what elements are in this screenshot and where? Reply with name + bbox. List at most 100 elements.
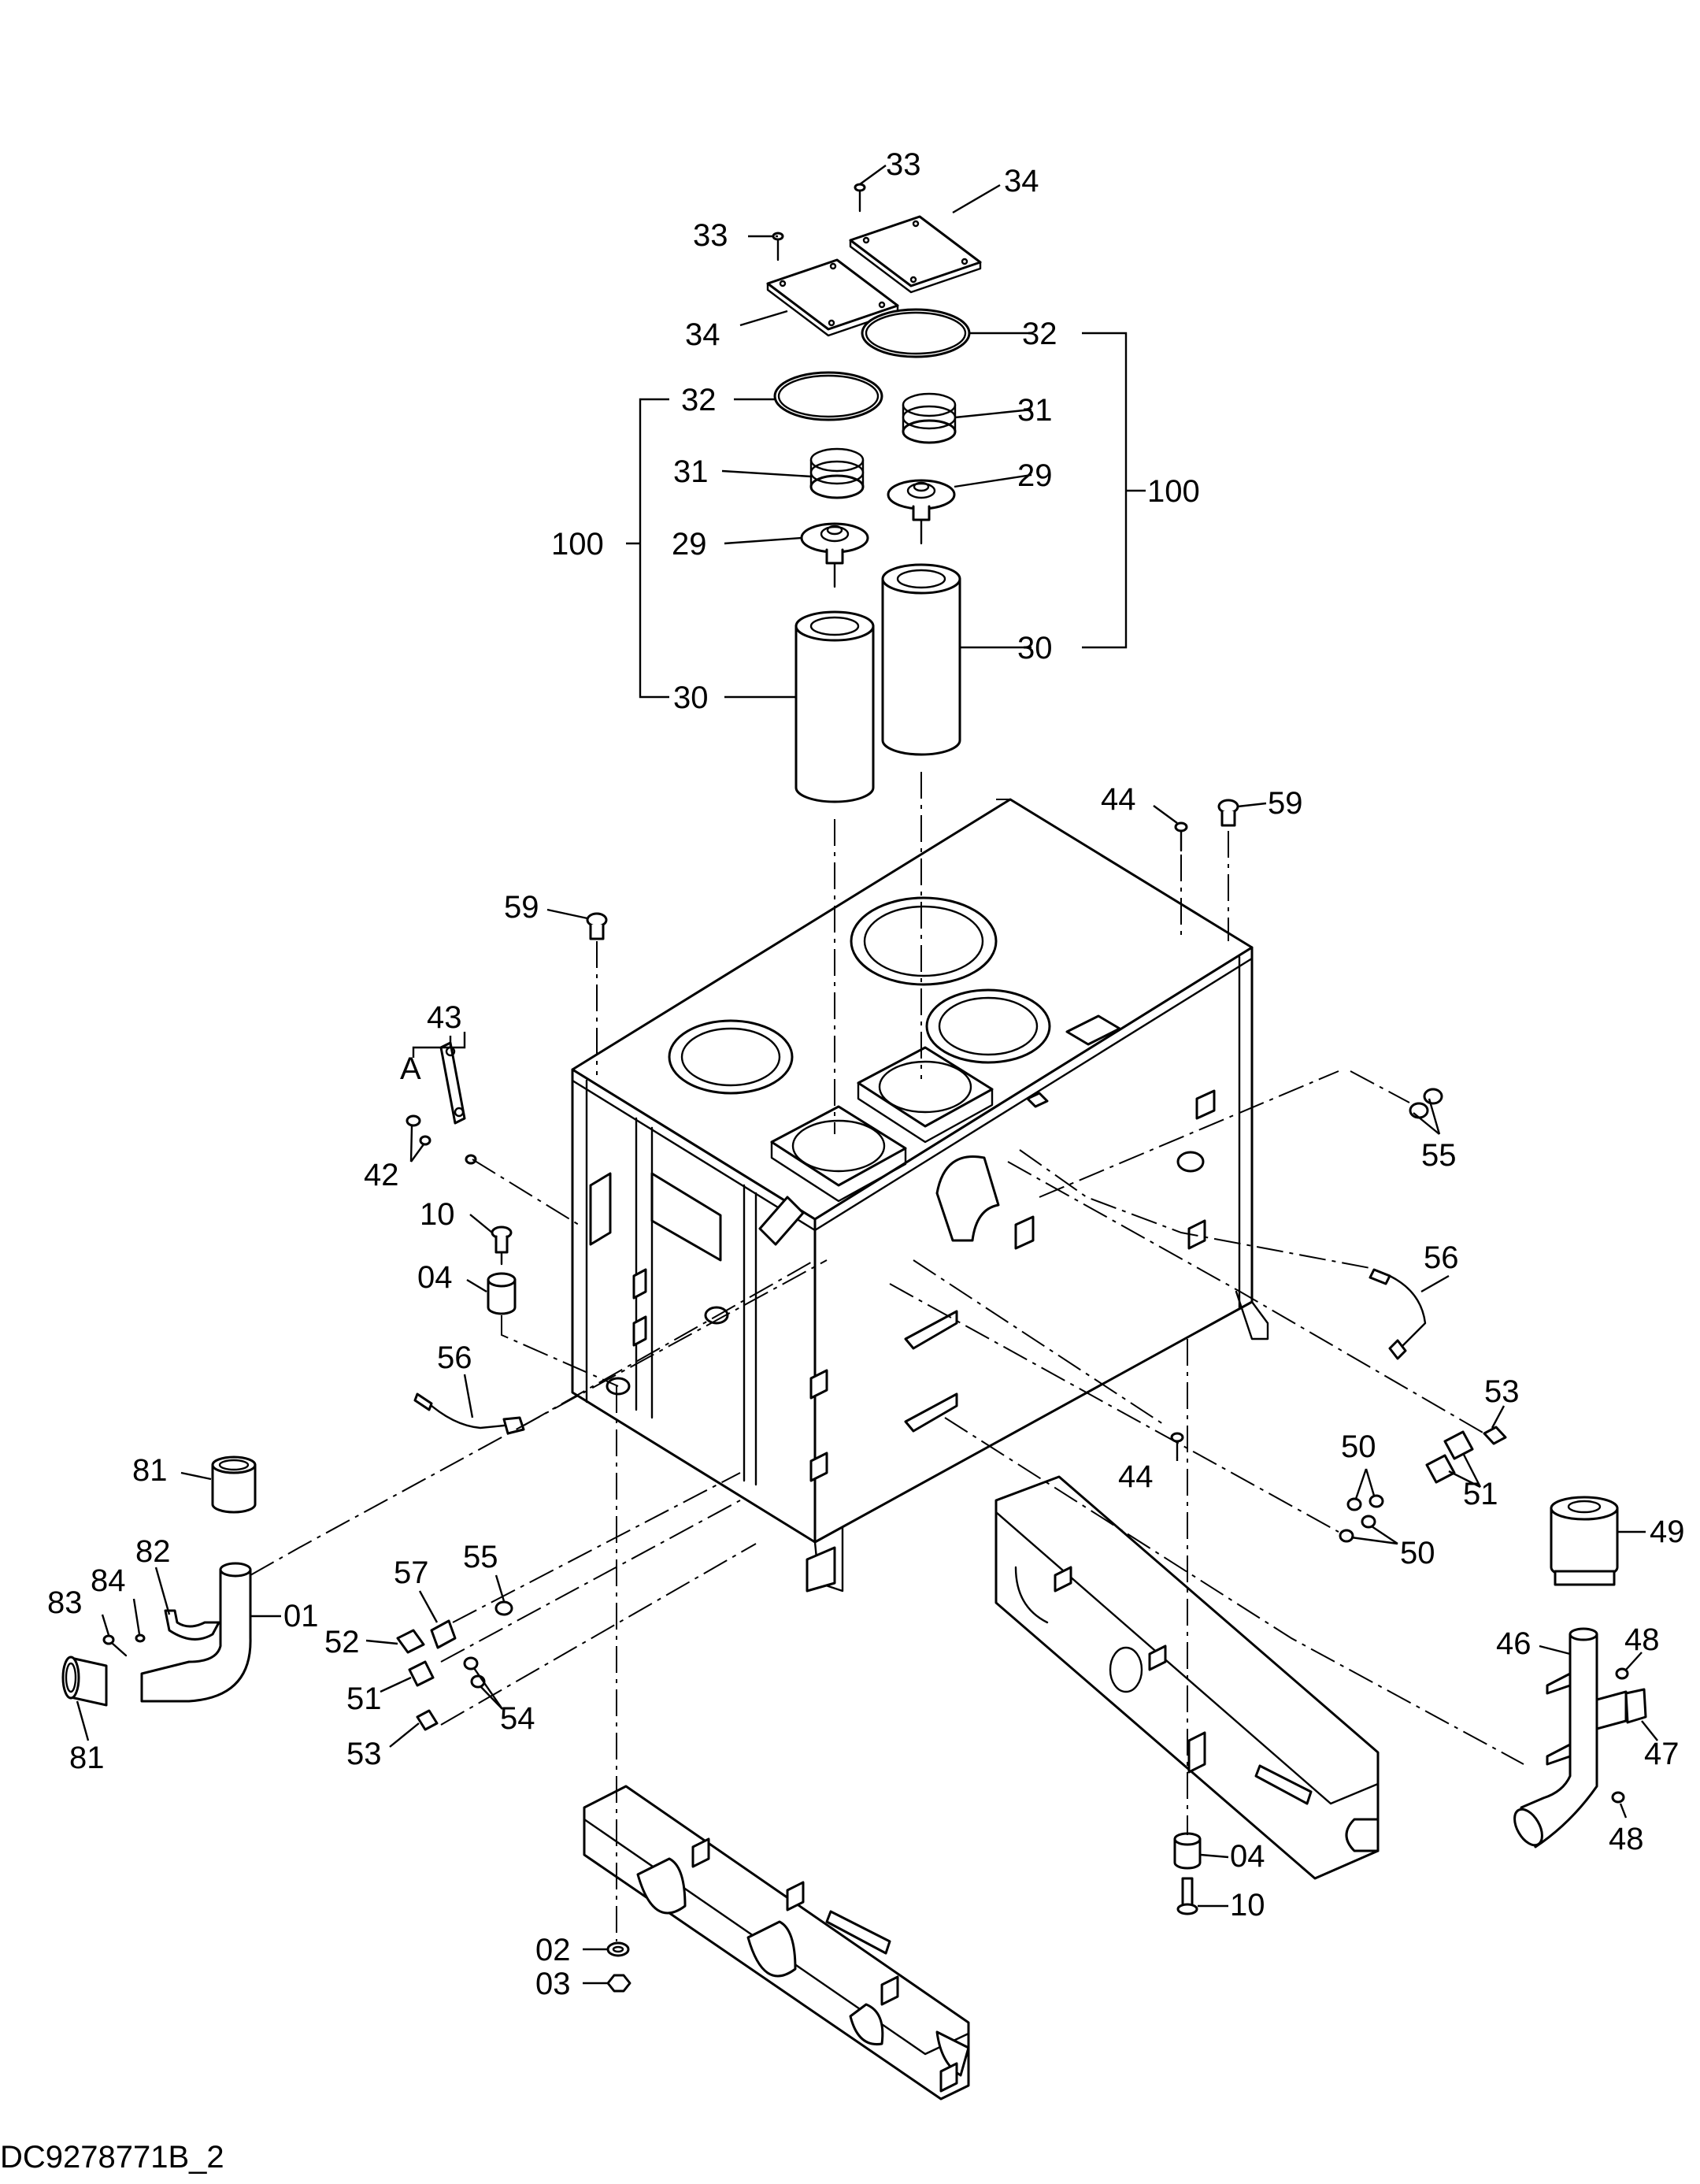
callout-labels: 33 33 34 34 32 32 31 31 29 29 100 100 30… <box>47 147 1685 2001</box>
callout-59-top: 59 <box>1268 786 1303 821</box>
bolt-44-top <box>1174 821 1188 852</box>
bolt-42b <box>419 1135 431 1146</box>
callout-51-right: 51 <box>1463 1477 1498 1511</box>
tank-body <box>571 798 1269 1593</box>
callout-56-right: 56 <box>1424 1240 1459 1275</box>
callout-29r: 29 <box>1017 458 1053 493</box>
base-rail-bottom <box>583 1785 970 2101</box>
filter-element-left <box>794 610 875 803</box>
o-ring-right <box>861 308 971 358</box>
nut-03 <box>606 1974 631 1993</box>
callout-59-left: 59 <box>504 890 539 925</box>
callout-51-left: 51 <box>346 1682 382 1716</box>
spacer-04-left <box>487 1272 517 1315</box>
callout-81-top: 81 <box>132 1453 168 1488</box>
assembly-centerlines <box>250 772 1524 1941</box>
bolt-48-top <box>1615 1667 1629 1680</box>
fitting-52 <box>396 1629 425 1654</box>
callout-55-left: 55 <box>463 1540 498 1574</box>
bolt-10-right <box>1176 1877 1198 1915</box>
o-ring-left <box>773 371 883 421</box>
callout-01: 01 <box>283 1599 319 1633</box>
bolt-42c <box>465 1154 477 1165</box>
sleeve-81-top <box>211 1455 257 1514</box>
bolt-44-mid <box>1170 1432 1184 1459</box>
callout-33b: 33 <box>693 218 728 253</box>
fitting-53-left <box>416 1709 439 1731</box>
plug-54a <box>463 1656 479 1670</box>
callout-54: 54 <box>500 1701 535 1736</box>
sleeve-81-bot <box>61 1656 108 1707</box>
callout-57: 57 <box>394 1555 429 1590</box>
callout-56-left: 56 <box>437 1340 472 1375</box>
callout-47: 47 <box>1644 1737 1680 1771</box>
plug-59-left <box>586 912 608 940</box>
fitting-55-right-b <box>1409 1102 1429 1119</box>
fitting-51-right <box>1425 1430 1474 1484</box>
callout-04-left: 04 <box>417 1260 453 1295</box>
callout-46: 46 <box>1496 1626 1531 1661</box>
assembly-bracket-left <box>626 398 669 699</box>
callout-50-top: 50 <box>1341 1429 1376 1464</box>
callout-50-bot: 50 <box>1400 1536 1435 1570</box>
bolt-84 <box>135 1633 146 1643</box>
spring-right <box>902 392 957 444</box>
spring-left <box>809 447 865 499</box>
callout-31l: 31 <box>673 454 709 489</box>
callout-10-left: 10 <box>420 1197 455 1232</box>
callout-83: 83 <box>47 1585 83 1620</box>
pipe-01 <box>140 1562 252 1703</box>
plug-59-top <box>1217 799 1239 827</box>
callout-29l: 29 <box>672 527 707 562</box>
callout-44-mid: 44 <box>1118 1459 1154 1494</box>
spacer-04-right <box>1173 1832 1202 1870</box>
washer-02 <box>606 1941 630 1957</box>
plug-50a <box>1346 1497 1362 1511</box>
fitting-55-right-a <box>1423 1088 1443 1105</box>
callout-53-right: 53 <box>1484 1374 1520 1409</box>
callout-30l: 30 <box>673 680 709 715</box>
bolt-48-bot <box>1611 1791 1625 1804</box>
callout-04-right: 04 <box>1230 1839 1265 1874</box>
callout-82: 82 <box>135 1534 171 1569</box>
callout-42: 42 <box>364 1158 399 1192</box>
callout-84: 84 <box>91 1563 126 1598</box>
clamp-82 <box>164 1609 220 1641</box>
callout-10-right: 10 <box>1230 1888 1265 1923</box>
callout-81-bot: 81 <box>69 1741 105 1775</box>
callout-48-top: 48 <box>1624 1622 1660 1657</box>
valve-right <box>887 479 956 545</box>
cover-bolt-right <box>854 183 866 213</box>
callout-32l: 32 <box>681 383 717 417</box>
breather-cap-49 <box>1550 1496 1619 1586</box>
sensor-56-right <box>1369 1268 1427 1360</box>
plug-50c <box>1361 1515 1376 1529</box>
pipe-46 <box>1513 1627 1598 1848</box>
callout-31r: 31 <box>1017 393 1053 428</box>
callout-53-left: 53 <box>346 1737 382 1771</box>
filter-element-right <box>881 563 961 756</box>
callout-100l: 100 <box>551 527 604 562</box>
bolt-42a <box>406 1114 421 1127</box>
callout-100r: 100 <box>1147 474 1200 509</box>
view-marker-a: A <box>400 1051 421 1086</box>
callout-34a: 34 <box>1004 164 1039 198</box>
fitting-57 <box>430 1619 457 1649</box>
bolt-10-left <box>491 1225 513 1266</box>
callout-02: 02 <box>535 1933 571 1967</box>
document-id: DC9278771B_2 <box>0 2140 224 2175</box>
fitting-53-right <box>1483 1426 1507 1445</box>
callout-03: 03 <box>535 1967 571 2001</box>
callout-48-bot: 48 <box>1609 1822 1644 1856</box>
leader-lines <box>76 165 1658 1985</box>
callout-34b: 34 <box>685 317 720 352</box>
sensor-56-left <box>413 1392 525 1435</box>
callout-32r: 32 <box>1022 317 1057 351</box>
bolt-83 <box>102 1634 128 1657</box>
fitting-55-left <box>494 1600 513 1616</box>
level-gauge-43 <box>439 1041 466 1125</box>
plug-50d <box>1339 1529 1354 1543</box>
callout-30r: 30 <box>1017 631 1053 666</box>
callout-43: 43 <box>427 1000 462 1035</box>
